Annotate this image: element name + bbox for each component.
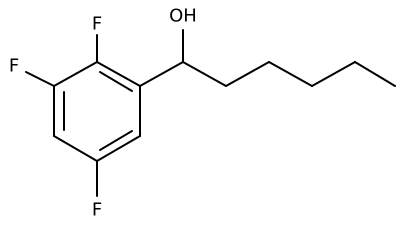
- fluorine-label-top: F: [92, 14, 102, 35]
- chain-bond: [182, 61, 227, 87]
- chain-bond: [139, 61, 184, 87]
- fluorine-bond-left: [25, 71, 55, 87]
- chain-bond: [311, 61, 356, 87]
- structure-diagram: F F F OH: [9, 6, 396, 221]
- ring-bond: [53, 61, 98, 87]
- ring-double-bond: [99, 130, 133, 151]
- chain-bond: [354, 61, 396, 87]
- chain-bond: [225, 61, 270, 87]
- fluorine-label-bottom: F: [92, 200, 102, 221]
- hydroxyl-label: OH: [169, 6, 197, 27]
- ring-bond: [53, 135, 98, 162]
- ring-double-bond: [99, 71, 133, 92]
- fluorine-label-left: F: [9, 56, 19, 77]
- chain-bond: [268, 61, 313, 87]
- atom-labels: F F F OH: [9, 6, 197, 221]
- ring-bond: [96, 135, 141, 162]
- ring-bond: [96, 61, 141, 87]
- bonds: [25, 29, 396, 197]
